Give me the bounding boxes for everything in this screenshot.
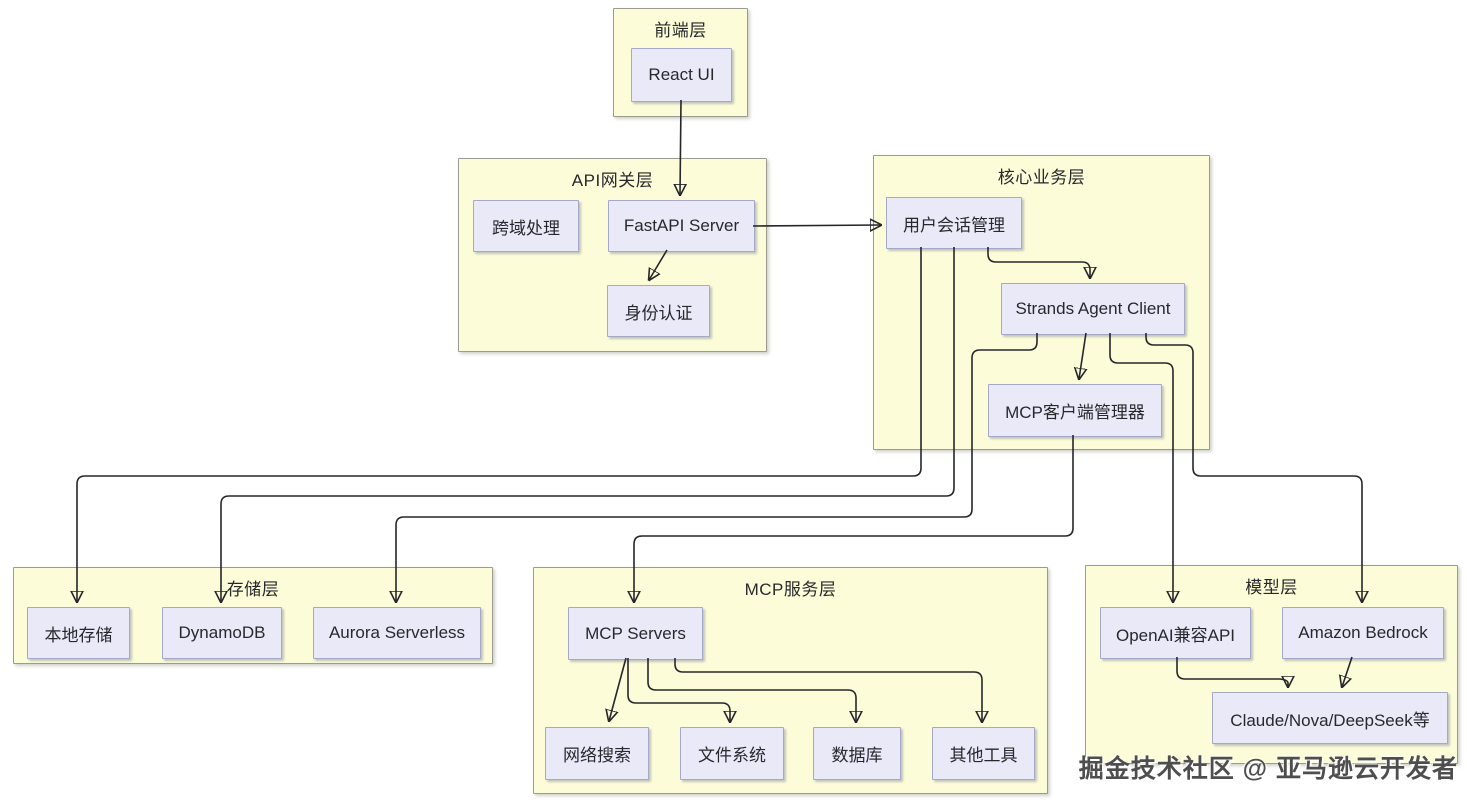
group-model-title: 模型层 — [1245, 578, 1298, 597]
node-cors-handling: 跨域处理 — [473, 200, 579, 252]
node-strands-agent-client: Strands Agent Client — [1001, 283, 1185, 335]
node-web-search: 网络搜索 — [545, 727, 649, 780]
node-file-system: 文件系统 — [680, 727, 784, 780]
node-authentication: 身份认证 — [607, 285, 710, 337]
node-mcp-servers: MCP Servers — [568, 607, 703, 660]
edge-fastapi-to-session — [752, 225, 881, 226]
node-dynamodb: DynamoDB — [162, 607, 282, 659]
group-storage-title: 存储层 — [226, 580, 280, 599]
node-aurora-serverless: Aurora Serverless — [313, 607, 481, 659]
group-core-business-title: 核心业务层 — [997, 168, 1086, 187]
node-fastapi-server: FastAPI Server — [608, 200, 755, 252]
node-openai-compatible-api: OpenAI兼容API — [1100, 607, 1251, 659]
node-amazon-bedrock: Amazon Bedrock — [1282, 607, 1444, 659]
node-user-session-management: 用户会话管理 — [886, 197, 1022, 249]
node-mcp-client-manager: MCP客户端管理器 — [988, 384, 1162, 437]
group-api-gateway-title: API网关层 — [571, 171, 654, 190]
group-mcp-service-title: MCP服务层 — [744, 580, 837, 599]
node-local-storage: 本地存储 — [27, 607, 130, 659]
node-other-tools: 其他工具 — [932, 727, 1035, 780]
watermark: 掘金技术社区 @ 亚马逊云开发者 — [1078, 755, 1458, 783]
node-react-ui: React UI — [631, 48, 732, 102]
node-claude-nova-deepseek: Claude/Nova/DeepSeek等 — [1212, 692, 1448, 744]
group-frontend-title: 前端层 — [654, 21, 707, 40]
node-database: 数据库 — [813, 727, 901, 780]
